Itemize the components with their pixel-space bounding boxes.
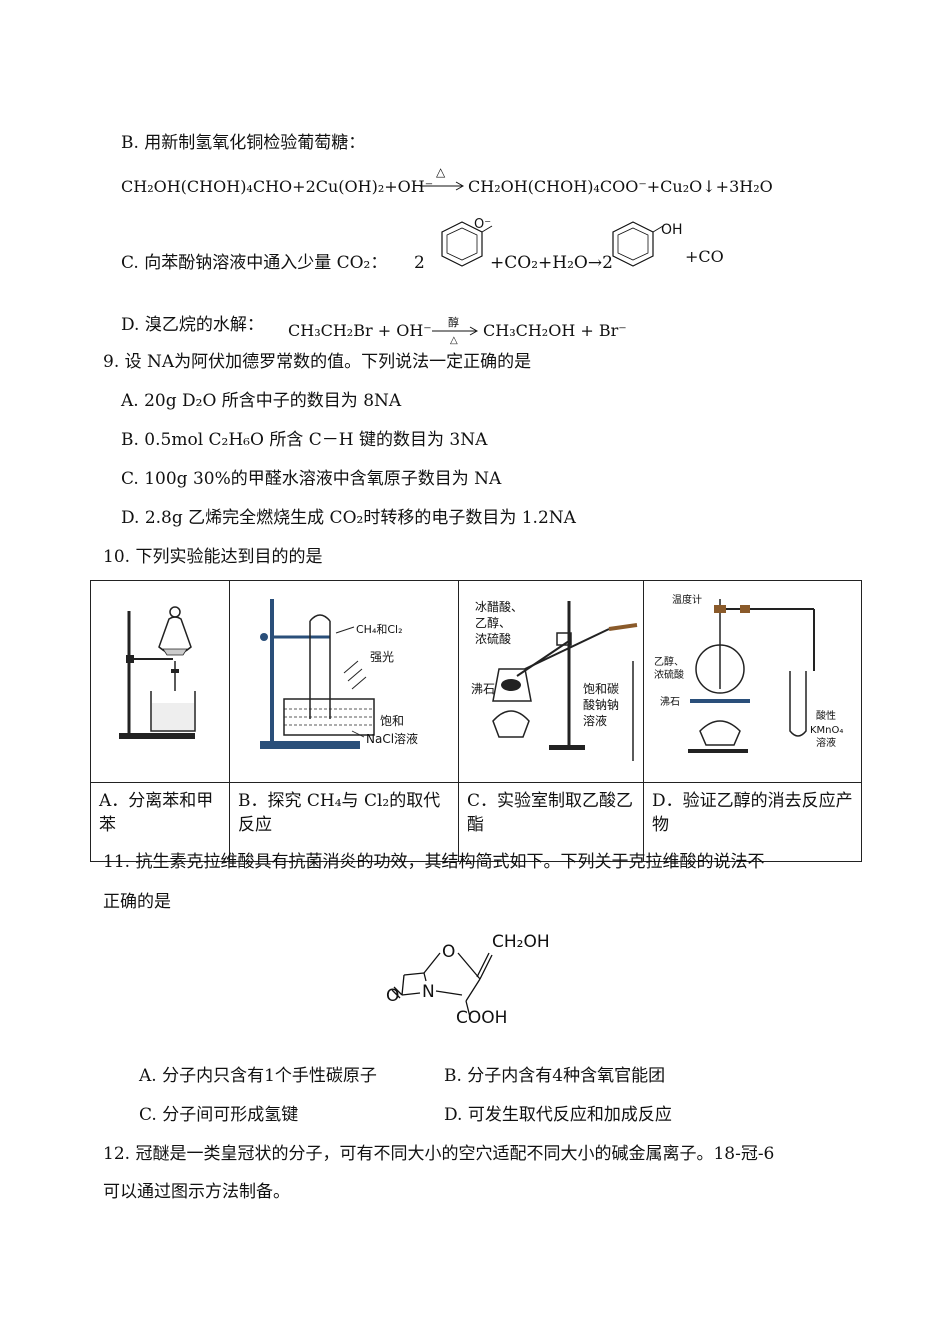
ester-preparation-apparatus: 冰醋酸、 乙醇、 浓硫酸 沸石 饱和碳 酸钠钠 溶液 <box>471 599 638 761</box>
q8-option-d-label: D. 溴乙烷的水解： <box>121 315 264 335</box>
reaction-arrow-alcohol: 醇 △ <box>432 315 479 346</box>
q8-c-middle: +CO₂+H₂O→2 <box>490 253 613 273</box>
q9-option-d: D. 2.8g 乙烯完全燃烧生成 CO₂时转移的电子数目为 1.2NA <box>121 508 576 528</box>
label-strong-light: 强光 <box>370 650 394 664</box>
experiment-d-caption: D．验证乙醇的消去反应产物 <box>643 782 862 862</box>
experiment-c-figure: 冰醋酸、 乙醇、 浓硫酸 沸石 饱和碳 酸钠钠 溶液 <box>458 580 644 783</box>
q8-option-b-label: B. 用新制氢氧化铜检验葡萄糖： <box>121 133 366 153</box>
label-acidic: 酸性 <box>816 709 836 722</box>
experiment-a-caption: A．分离苯和甲苯 <box>90 782 230 862</box>
q11-stem-line1: 11. 抗生素克拉维酸具有抗菌消炎的功效，其结构简式如下。下列关于克拉维酸的说法… <box>103 852 765 872</box>
struct-cooh: COOH <box>456 1008 507 1028</box>
phenol-structure: OH <box>612 221 683 267</box>
struct-ring-oxygen: O <box>442 942 455 962</box>
phenol-oh: OH <box>661 222 683 238</box>
experiment-b-caption: B．探究 CH₄与 Cl₂的取代反应 <box>229 782 459 862</box>
q12-stem-line1: 12. 冠醚是一类皇冠状的分子，可有不同大小的空穴适配不同大小的碱金属离子。18… <box>103 1144 775 1164</box>
label-boiling-chips: 沸石 <box>471 682 495 696</box>
ethanol-elimination-apparatus: 温度计 乙醇、 浓硫酸 沸石 酸性 KMnO₄ 溶液 <box>654 593 843 753</box>
struct-ch2oh: CH₂OH <box>492 932 550 952</box>
label-saturated: 饱和 <box>380 713 404 728</box>
experiment-d-figure: 温度计 乙醇、 浓硫酸 沸石 酸性 KMnO₄ 溶液 <box>643 580 862 783</box>
experiment-table: CH₄和Cl₂ 强光 饱和 NaCl溶液 冰醋酸、 乙醇、 浓硫酸 沸石 <box>90 580 862 862</box>
q8-c-tail: +CO <box>685 247 724 266</box>
label-ethanol: 乙醇、 <box>475 615 511 630</box>
struct-keto-oxygen: O <box>386 986 399 1006</box>
q9-option-b: B. 0.5mol C₂H₆O 所含 C－H 键的数目为 3NA <box>121 430 488 450</box>
label-thermometer: 温度计 <box>672 593 702 606</box>
q10-stem: 10. 下列实验能达到目的的是 <box>103 547 323 567</box>
label-sodium-carbonate: 酸钠钠 <box>583 697 619 712</box>
q8-c-coefficient: 2 <box>414 253 425 273</box>
label-solution-d: 溶液 <box>816 736 836 749</box>
q8-option-c-label: C. 向苯酚钠溶液中通入少量 CO₂： <box>121 253 388 273</box>
q8-b-equation-left: CH₂OH(CHOH)₄CHO+2Cu(OH)₂+OH⁻ <box>121 177 434 196</box>
q9-stem: 9. 设 NA为阿伏加德罗常数的值。下列说法一定正确的是 <box>103 352 532 372</box>
phenoxide-structure: O⁻ <box>441 218 493 267</box>
reaction-arrow-heat: △ <box>420 165 465 191</box>
q9-option-c: C. 100g 30%的甲醛水溶液中含氧原子数目为 NA <box>121 469 502 489</box>
condition-alcohol: 醇 <box>448 315 459 329</box>
experiment-c-caption: C．实验室制取乙酸乙酯 <box>458 782 644 862</box>
q11-option-a: A. 分子内只含有1个手性碳原子 <box>139 1066 377 1086</box>
label-nacl-solution: NaCl溶液 <box>366 731 418 746</box>
label-boiling-chips-d: 沸石 <box>660 695 680 708</box>
q11-option-c: C. 分子间可形成氢键 <box>139 1105 299 1125</box>
label-conc-sulfuric: 浓硫酸 <box>475 631 511 646</box>
q11-option-d: D. 可发生取代反应和加成反应 <box>444 1105 672 1125</box>
q9-option-a: A. 20g D₂O 所含中子的数目为 8NA <box>121 391 402 411</box>
label-solution: 溶液 <box>583 713 607 728</box>
q11-option-b: B. 分子内含有4种含氧官能团 <box>444 1066 666 1086</box>
methane-chlorine-apparatus: CH₄和Cl₂ 强光 饱和 NaCl溶液 <box>260 599 418 749</box>
q8-b-equation-right: CH₂OH(CHOH)₄COO⁻+Cu₂O↓+3H₂O <box>468 177 773 196</box>
q8-d-right: CH₃CH₂OH + Br⁻ <box>483 321 627 340</box>
condition-heat: △ <box>450 335 458 346</box>
q8-d-left: CH₃CH₂Br + OH⁻ <box>288 321 432 340</box>
q12-stem-line2: 可以通过图示方法制备。 <box>103 1182 290 1202</box>
phenoxide-o-minus: O⁻ <box>474 218 491 232</box>
separatory-funnel-apparatus <box>119 606 196 739</box>
label-saturated-sodium: 饱和碳 <box>583 681 619 696</box>
label-ethanol-d: 乙醇、 <box>654 655 684 668</box>
heat-symbol: △ <box>436 165 446 179</box>
label-conc-sulfuric-d: 浓硫酸 <box>654 668 684 681</box>
experiment-b-figure: CH₄和Cl₂ 强光 饱和 NaCl溶液 <box>229 580 459 783</box>
struct-nitrogen: N <box>422 982 435 1002</box>
label-kmno4: KMnO₄ <box>810 725 843 736</box>
experiment-a-figure <box>90 580 230 783</box>
q11-stem-line2: 正确的是 <box>103 892 171 912</box>
label-glacial-acetic-acid: 冰醋酸、 <box>475 599 523 614</box>
clavulanic-acid-structure: CH₂OH O N O COOH <box>386 932 550 1028</box>
label-ch4-cl2: CH₄和Cl₂ <box>356 623 403 636</box>
